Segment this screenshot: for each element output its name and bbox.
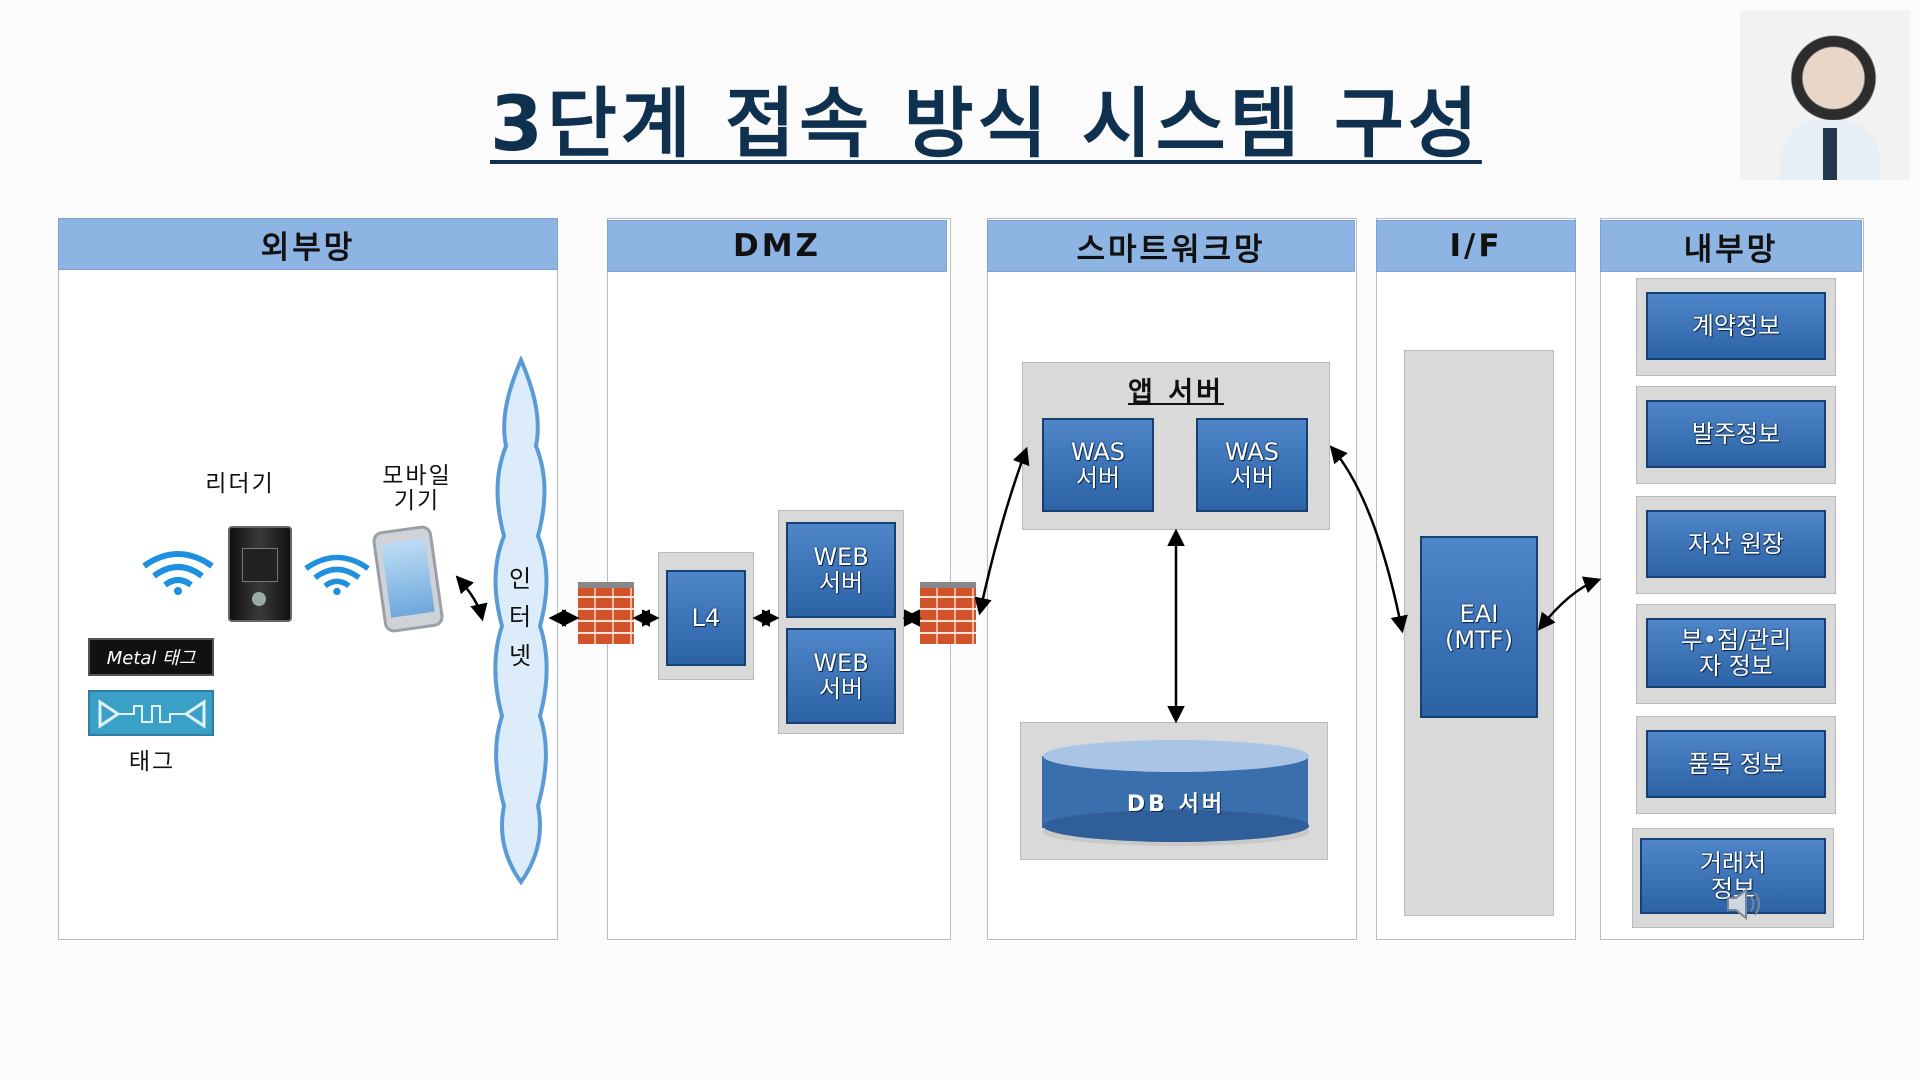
- web-server-1: WEB 서버: [786, 522, 896, 618]
- internet-label: 인 터 넷: [508, 565, 532, 670]
- connector-app-eai: [1329, 445, 1408, 634]
- presenter-tie: [1823, 128, 1837, 180]
- wifi-icon: [304, 554, 370, 596]
- audio-speaker-icon[interactable]: [1724, 884, 1766, 924]
- app-server-title: 앱 서버: [1128, 377, 1224, 408]
- rfid-tag-icon: [88, 690, 214, 736]
- eai-server: EAI (MTF): [1420, 536, 1538, 718]
- internal-item-product: 품목 정보: [1646, 730, 1826, 798]
- external-network-header: 외부망: [58, 218, 558, 270]
- internal-item-department-manager: 부•점/관리 자 정보: [1646, 618, 1826, 688]
- internal-item-order: 발주정보: [1646, 400, 1826, 468]
- internal-item-vendor: 거래처 정보: [1640, 838, 1826, 914]
- metal-tag-icon: Metal 태그: [88, 638, 214, 676]
- reader-device-light: [252, 592, 266, 606]
- internal-item-contract: 계약정보: [1646, 292, 1826, 360]
- internal-network-header: 내부망: [1600, 220, 1862, 272]
- tag-label: 태그: [128, 749, 176, 775]
- connector-eai-internal: [1537, 576, 1602, 631]
- firewall-icon: [578, 582, 634, 644]
- reader-device-icon: [228, 526, 292, 622]
- was-server-1: WAS 서버: [1042, 418, 1154, 512]
- rfid-antenna-icon: [98, 699, 206, 729]
- l4-switch: L4: [666, 570, 746, 666]
- db-cylinder-icon: [1042, 740, 1310, 846]
- wifi-icon: [142, 551, 214, 595]
- dmz-header: DMZ: [607, 220, 947, 272]
- reader-device-screen: [242, 548, 278, 582]
- web-server-2: WEB 서버: [786, 628, 896, 724]
- connector-phone-internet: [455, 575, 488, 622]
- presenter-thumbnail: [1740, 10, 1910, 180]
- internal-item-asset-ledger: 자산 원장: [1646, 510, 1826, 578]
- was-server-2: WAS 서버: [1196, 418, 1308, 512]
- mobile-label: 모바일 기기: [382, 463, 452, 515]
- internet-cloud-icon: [493, 356, 549, 886]
- page-title: 3단계 접속 방식 시스템 구성: [490, 79, 1482, 168]
- interface-header: I/F: [1376, 220, 1576, 272]
- db-server-label: DB 서버: [1126, 792, 1226, 817]
- firewall-icon: [920, 582, 976, 644]
- connector-firewall-app: [974, 446, 1030, 616]
- smartwork-network-header: 스마트워크망: [987, 220, 1355, 272]
- reader-label: 리더기: [205, 471, 275, 497]
